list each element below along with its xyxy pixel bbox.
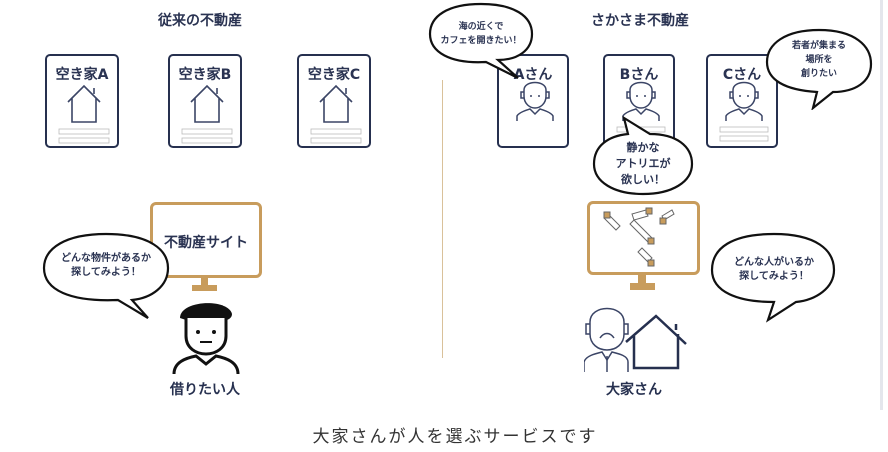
- house-icon: [310, 84, 362, 144]
- speech-bubble-icon: [765, 28, 873, 110]
- bubble-line: どんな物件があるか: [61, 253, 151, 264]
- caption: 大家さんが人を選ぶサービスです: [312, 427, 598, 447]
- person-icon: [516, 81, 554, 121]
- speech-bubble-icon: [710, 232, 836, 323]
- monitor-stand: [638, 275, 646, 284]
- bubble-line: 創りたい: [800, 69, 837, 79]
- speech-bubble: どんな物件があるか探してみよう！: [40, 230, 172, 322]
- card-label: Bさん: [619, 67, 659, 83]
- card-label: Aさん: [513, 67, 553, 83]
- bubble-line: どんな人がいるか: [734, 257, 814, 268]
- bubble-line: 探してみよう！: [71, 267, 141, 278]
- landlord-label: 大家さん: [606, 382, 662, 398]
- sakasama-site-monitor: [587, 201, 700, 275]
- bubble-line: 海の近くで: [458, 22, 504, 32]
- card-label: 空き家B: [178, 67, 232, 83]
- bubble-line: 欲しい！: [621, 173, 665, 186]
- speech-bubble-icon: [592, 116, 694, 196]
- bubble-line: アトリエが: [615, 157, 671, 170]
- speech-bubble-icon: [42, 232, 170, 319]
- monitor-base: [192, 285, 217, 291]
- divider: [442, 80, 443, 358]
- bubble-line: 静かな: [626, 141, 660, 154]
- bubble-line: 探してみよう！: [739, 271, 809, 282]
- right-title: さかさま不動産: [591, 13, 689, 29]
- bubble-line: 若者が集まる: [791, 41, 846, 51]
- renter-label: 借りたい人: [170, 382, 240, 398]
- speech-bubble-owner: どんな人がいるか探してみよう！: [708, 230, 840, 328]
- vacant-house-card-b: 空き家B: [168, 54, 242, 148]
- scrollbar[interactable]: [880, 0, 883, 410]
- vacant-house-card-c: 空き家C: [297, 54, 371, 148]
- house-icon: [181, 84, 233, 144]
- monitor-base: [630, 283, 655, 290]
- vacant-house-card-a: 空き家A: [45, 54, 119, 148]
- speech-bubble-icon: [428, 2, 534, 79]
- speech-bubble-c: 若者が集まる場所を創りたい: [763, 26, 875, 110]
- site-label: 不動産サイト: [164, 235, 248, 251]
- card-label: 空き家C: [307, 67, 361, 83]
- card-label: Cさん: [722, 67, 762, 83]
- renter-person-icon: [172, 303, 240, 374]
- speech-bubble-a: 海の近くでカフェを開きたい！: [426, 0, 536, 82]
- landlord-with-house-icon: [584, 307, 687, 372]
- sakasama-logo-icon: [603, 207, 675, 267]
- bubble-line: カフェを開きたい！: [440, 36, 522, 46]
- person-icon: [719, 81, 769, 142]
- speech-bubble-b: 静かなアトリエが欲しい！: [588, 116, 698, 198]
- monitor-stand: [201, 278, 208, 286]
- left-title: 従来の不動産: [158, 13, 242, 29]
- bubble-line: 場所を: [805, 55, 833, 65]
- house-icon: [58, 84, 110, 144]
- card-label: 空き家A: [55, 67, 109, 83]
- person-card-c: Cさん: [706, 54, 778, 148]
- person-icon: [616, 81, 666, 133]
